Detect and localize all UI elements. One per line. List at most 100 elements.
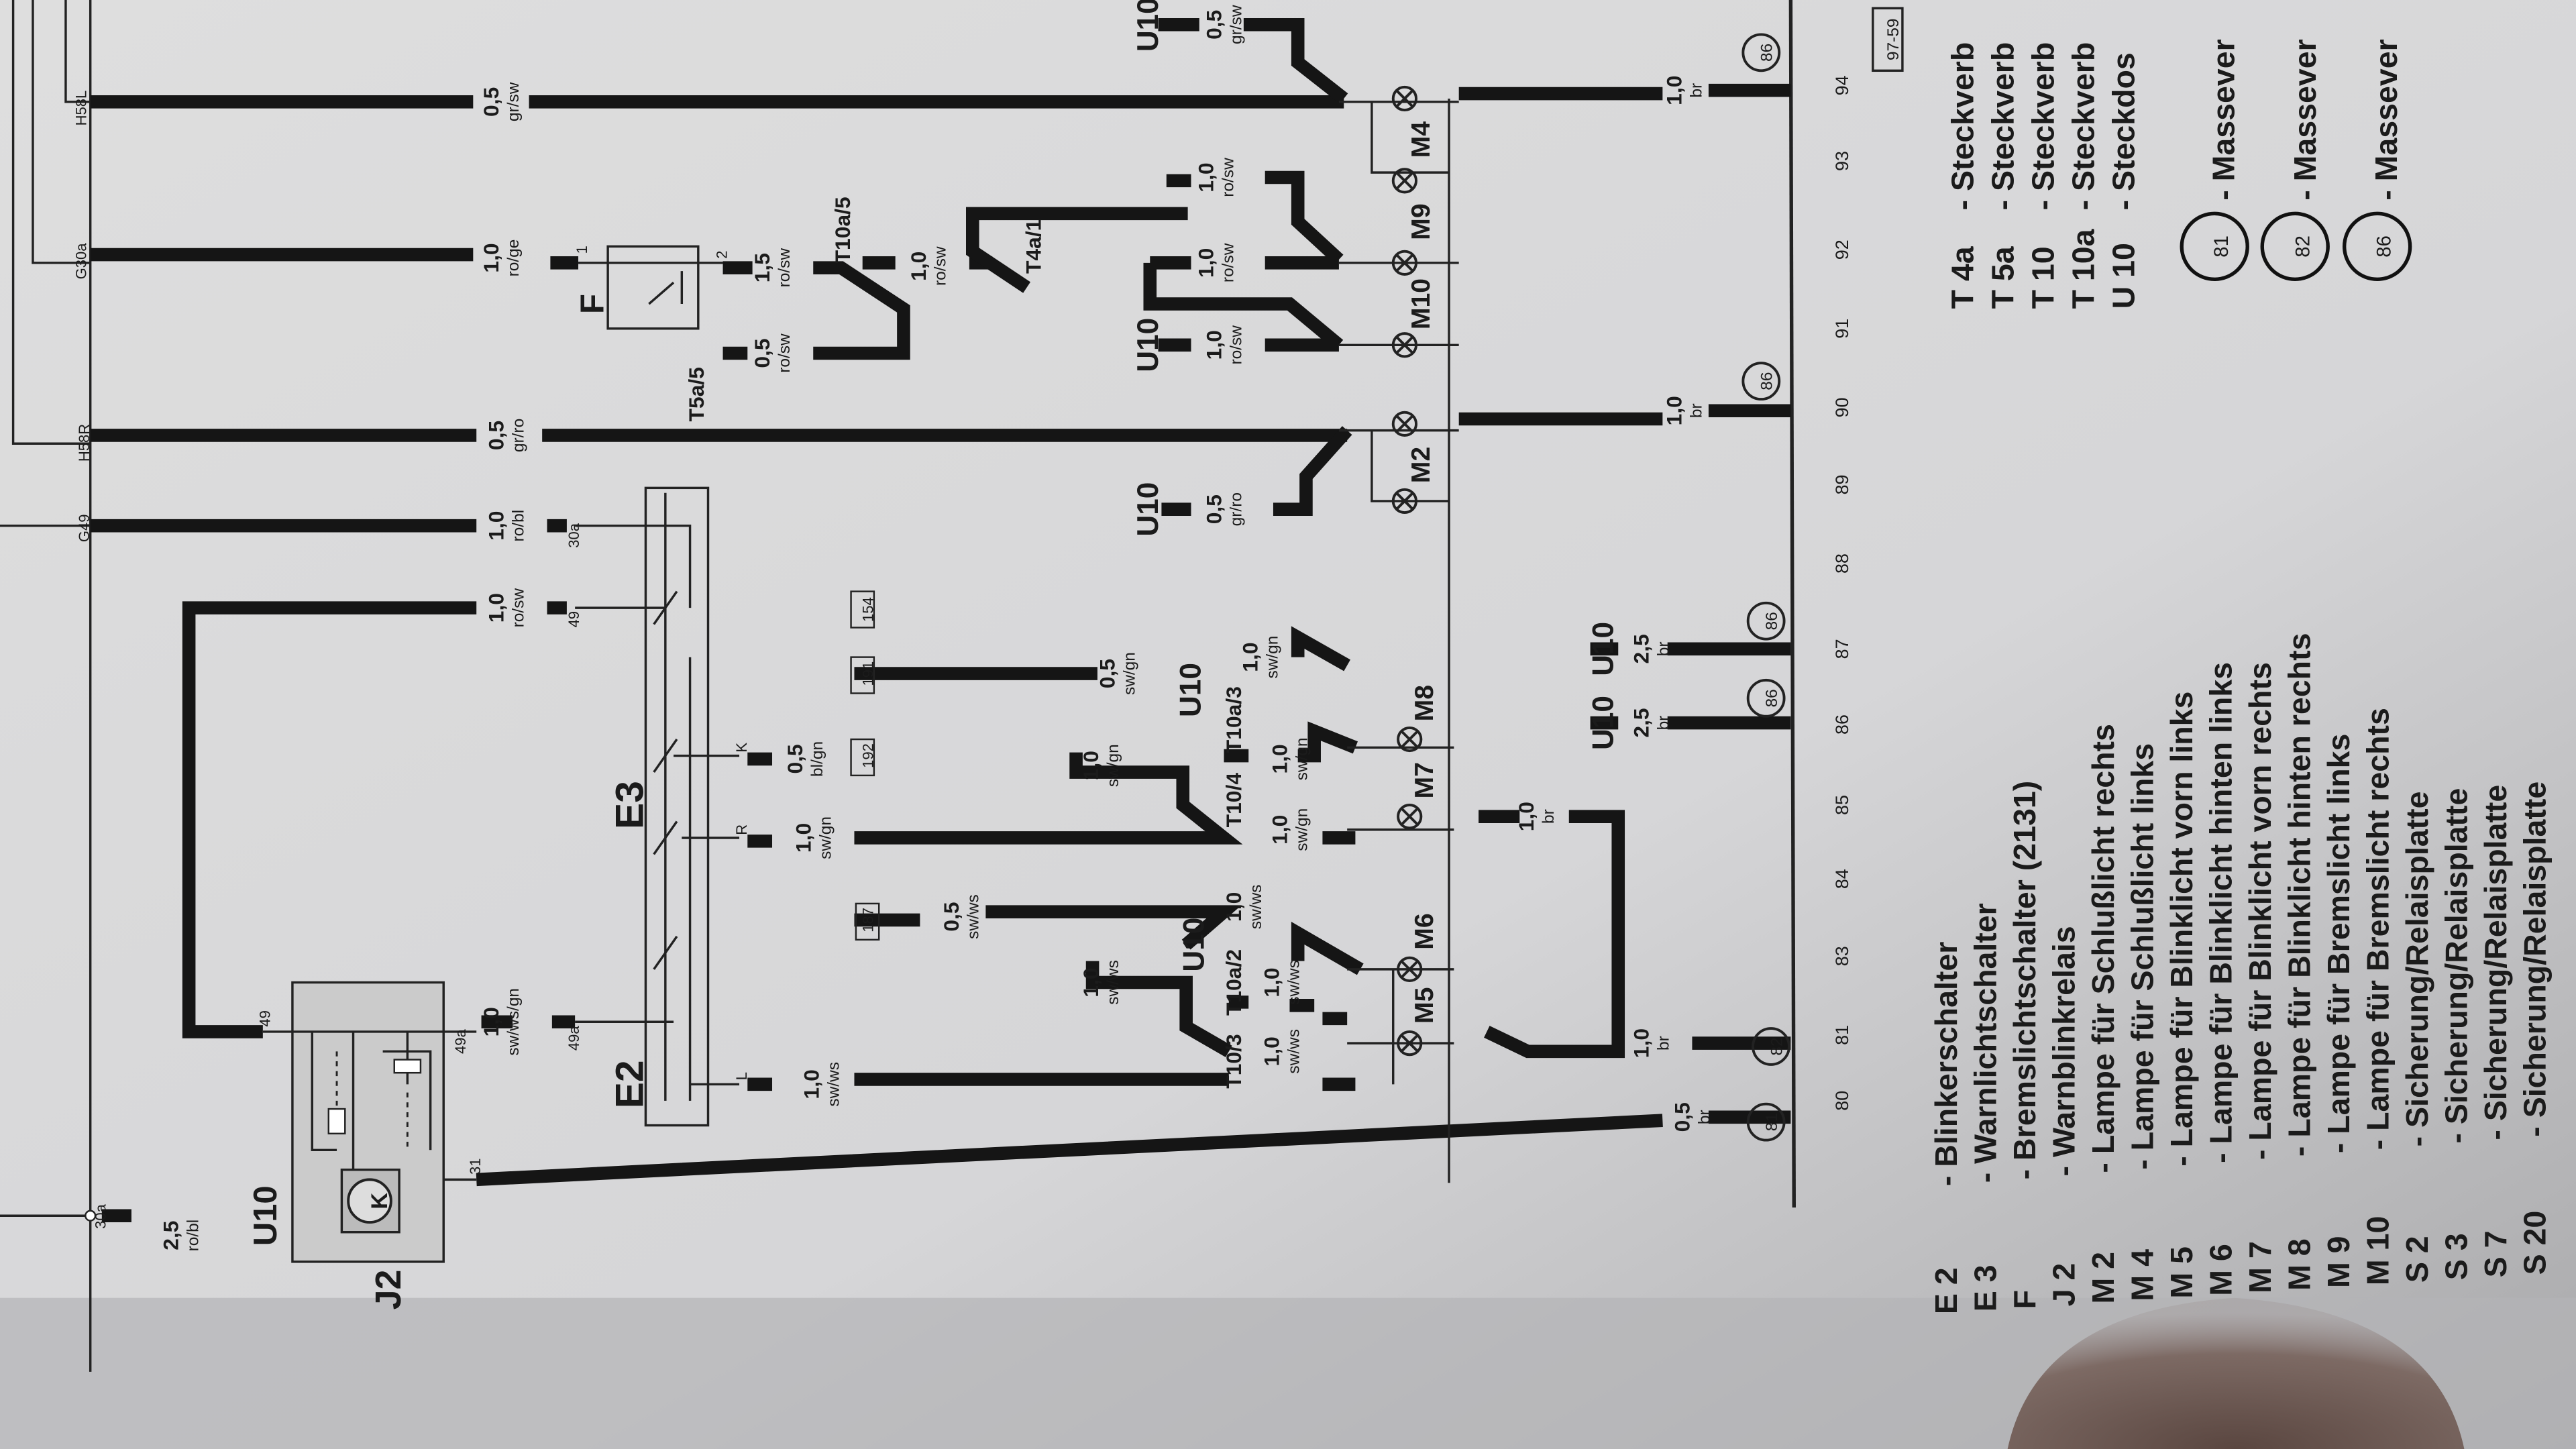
wire-color-label: ro/sw (1219, 243, 1237, 282)
sheet-id: 97-59 (1884, 18, 1902, 60)
lamp-m2-icon (1391, 488, 1417, 515)
ref-187: 187 (859, 908, 876, 932)
bus-label-g30a: G30a (72, 243, 89, 280)
legend-description: - Blinkerschalter (1929, 942, 1964, 1187)
wire-size-label: 1,0 (1629, 1028, 1653, 1058)
wire-color-label: ro/bl (509, 510, 527, 542)
track-number: 83 (1832, 946, 1852, 966)
label-f: F (574, 294, 610, 314)
ground-86a: 86 (1763, 689, 1781, 707)
terminal-31: 31 (467, 1159, 484, 1175)
ground-g86c-icon (1741, 362, 1781, 401)
wire-size-label: 0,5 (939, 902, 963, 931)
lamp-m7-icon (1397, 804, 1423, 830)
track-number: 91 (1832, 319, 1852, 339)
legend-description: - Bremslichtschalter (2131) (2007, 781, 2042, 1180)
wire-color-label: br (1654, 641, 1672, 656)
wire-color-label: sw/gn (816, 816, 835, 859)
wire-color-label: sw/ws (825, 1062, 843, 1107)
wire-color-label: ro/sw (1228, 325, 1246, 365)
wire-size-label: 1,0 (1202, 330, 1226, 360)
ground-g86b-icon (1746, 601, 1786, 641)
ground-bar (1788, 0, 1796, 1208)
lamp-m4b-icon (1391, 168, 1417, 194)
bus-label-g49: G49 (76, 515, 93, 543)
wire-color-label: sw/gn (1120, 652, 1138, 695)
wire-color-label: ro/ge (504, 239, 523, 277)
wire-size-label: 1,0 (479, 243, 503, 272)
wire-size-label: 1,0 (1193, 248, 1218, 278)
legend-description: - Lampe für Schlußlicht rechts (2086, 724, 2121, 1173)
wire-size-label: 1,5 (750, 253, 774, 282)
wire-size-label: 2,5 (1629, 708, 1653, 737)
wire-size-label: 1,0 (1259, 967, 1283, 997)
legend-code: F (2007, 1290, 2042, 1309)
relay-coil-icon (347, 1178, 392, 1224)
label-m2: M2 (1407, 447, 1436, 483)
terminal-k: K (733, 743, 750, 753)
wire-color-label: ro/sw (1219, 158, 1237, 197)
legend-code: J 2 (2046, 1263, 2081, 1307)
wire-color-label: ro/bl (184, 1220, 202, 1252)
wire-color-label: sw/gn (1293, 737, 1311, 780)
wire-size-label: 1,0 (1268, 815, 1292, 845)
legend-connector-description: - Steckverb (1945, 42, 1980, 211)
terminal-l: L (733, 1072, 750, 1080)
label-m10: M10 (1407, 278, 1436, 329)
track-number: 93 (1832, 151, 1852, 171)
wire-color-label: sw/ws (1285, 960, 1303, 1005)
legend-code: S 20 (2518, 1211, 2553, 1275)
lamp-m10-icon (1391, 332, 1417, 358)
legend-description: - Sicherung/Relaisplatte (2400, 791, 2434, 1146)
wire-color-label: br (1687, 83, 1705, 98)
wires (90, 17, 1791, 1223)
track-number: 88 (1832, 553, 1852, 574)
wire-color-label: sw/gn (1263, 636, 1281, 679)
lamp-m6-icon (1397, 956, 1423, 982)
legend-connector-description: - Steckdos (2106, 52, 2141, 210)
label-m6: M6 (1410, 913, 1439, 949)
label-m9: M9 (1407, 203, 1436, 239)
legend-ground-description: - Massever (2369, 39, 2404, 200)
legend-connector-code: T 4a (1945, 246, 1980, 309)
wire-size-label: 0,5 (479, 87, 503, 117)
ground-86b: 86 (1763, 612, 1781, 630)
legend-connector-code: U 10 (2106, 243, 2141, 309)
legend-code: M 2 (2086, 1252, 2121, 1304)
terminal-49a: 49a (452, 1029, 469, 1055)
wire-color-label: br (1696, 1110, 1714, 1124)
ref-191: 191 (859, 661, 876, 686)
legend-code: M 5 (2164, 1246, 2199, 1299)
wire-size-label: 1,0 (1079, 751, 1103, 780)
wire-size-label: 1,0 (791, 823, 815, 853)
legend-description: - Lampe für Blinklicht vorn links (2164, 692, 2199, 1167)
sheet-id-box (1872, 7, 1904, 72)
track-number: 86 (1832, 714, 1852, 735)
legend-code: M 8 (2282, 1238, 2317, 1291)
ground-g86a-icon (1746, 678, 1786, 718)
legend-code: M 9 (2321, 1236, 2356, 1288)
wire-size-label: 1,0 (1259, 1036, 1283, 1066)
track-number: 89 (1832, 474, 1852, 494)
connector-t10a-5: T10a/5 (830, 197, 855, 263)
label-m4: M4 (1407, 121, 1436, 158)
bus-lines (0, 0, 97, 1372)
wire-color-label: gr/sw (504, 82, 523, 121)
track-number: 80 (1832, 1091, 1852, 1111)
ground-g81-icon (1746, 1102, 1786, 1142)
connector-u10-4: U10 (1177, 918, 1210, 972)
legend-description: - Lampe für Schlußlicht links (2125, 743, 2159, 1170)
wire-size-label: 1,0 (1662, 76, 1686, 105)
legend-ground-code: 86 (2373, 235, 2396, 258)
terminal-f1: 1 (574, 246, 590, 254)
ground-81: 81 (1763, 1113, 1781, 1131)
terminal-f2: 2 (713, 250, 730, 258)
track-number: 87 (1832, 639, 1852, 659)
lamp-m8-icon (1397, 726, 1423, 753)
legend-description: - Lampe für Blinklicht vorn rechts (2243, 662, 2277, 1160)
connector-u10-j2: U10 (248, 1185, 284, 1246)
thumb (2007, 1297, 2465, 1449)
wire-color-label: gr/ro (1228, 492, 1246, 526)
legend-description: - Sicherung/Relaisplatte (2478, 785, 2513, 1140)
